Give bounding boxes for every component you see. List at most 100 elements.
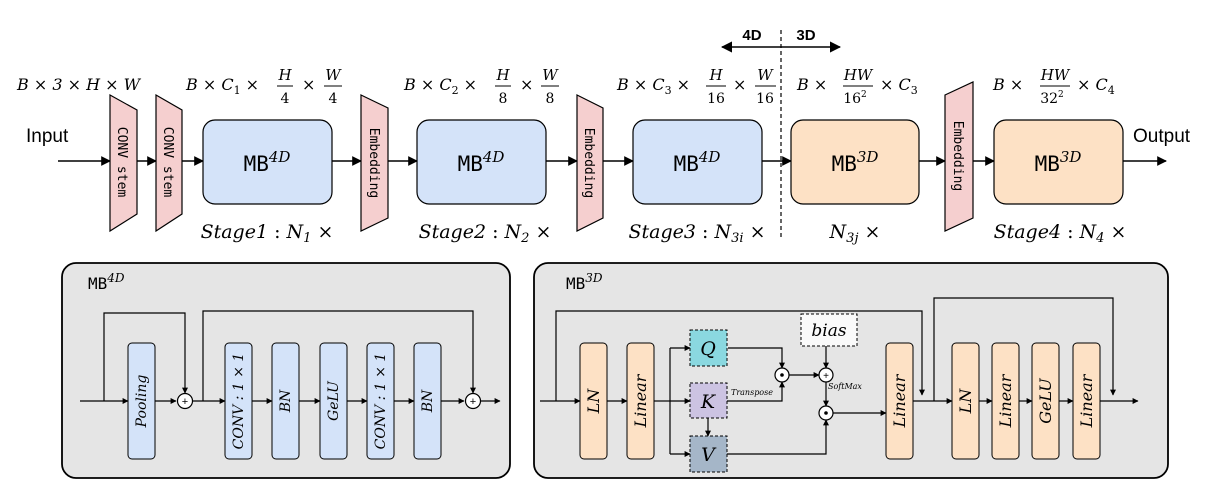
embedding-3-label: Embedding xyxy=(950,121,965,191)
mb4d-add-2-icon xyxy=(464,392,482,410)
transpose-label: Transpose xyxy=(731,388,773,397)
bias-box xyxy=(800,313,858,347)
mb3d-layer-linear-1: Linear xyxy=(631,373,650,428)
embedding-3: Embedding xyxy=(944,81,974,232)
svg-text:B ×: B × xyxy=(796,75,827,94)
svg-text:HW: HW xyxy=(843,66,874,84)
svg-text:H: H xyxy=(708,66,723,84)
svg-text:MB4D: MB4D xyxy=(244,148,291,176)
svg-text:B × C2 ×: B × C2 × xyxy=(403,75,477,97)
svg-text:W: W xyxy=(757,66,774,84)
output-label: Output xyxy=(1133,126,1191,147)
k-label: K xyxy=(700,391,717,413)
svg-text:MB3D: MB3D xyxy=(566,271,603,293)
mb4d-layer-gelu: GeLU xyxy=(326,380,342,421)
svg-text:× C3: × C3 xyxy=(880,75,918,97)
conv-stem-2: CONV stem xyxy=(155,93,183,233)
svg-text:W: W xyxy=(325,66,342,84)
stage-label-1: Stage1 : N1 × xyxy=(201,221,334,246)
svg-text:162: 162 xyxy=(843,90,867,107)
v-label: V xyxy=(701,444,717,466)
v-box xyxy=(689,435,728,473)
top-pipeline: 4D 3D Input Output CONV stem CONV stem E… xyxy=(16,27,1191,246)
svg-text:HW: HW xyxy=(1040,66,1071,84)
embedding-1-label: Embedding xyxy=(366,128,381,198)
svg-text:MB4D: MB4D xyxy=(674,148,721,176)
mb3d-layer-ln-1: LN xyxy=(584,388,603,415)
mb4d-title: MB xyxy=(88,274,107,293)
shape-stage-1: B × C1 × H 4 × W 4 xyxy=(185,66,342,107)
svg-text:8: 8 xyxy=(499,91,508,107)
mb3d-layer-linear-2: Linear xyxy=(890,373,909,428)
mb-block-2-sup: 4D xyxy=(482,148,505,166)
stage-label-3: Stage3 : N3i × xyxy=(629,221,766,246)
embedding-2: Embedding xyxy=(576,94,604,232)
shape-annotations: B × 3 × H × W B × C1 × H 4 × W 4 B × C2 … xyxy=(16,66,1115,107)
stage-label-2: Stage2 : N2 × xyxy=(419,221,552,246)
embedding-2-label: Embedding xyxy=(581,128,596,198)
mb-block-3: MB4D xyxy=(632,119,763,205)
svg-text:8: 8 xyxy=(546,91,555,107)
q-box xyxy=(689,329,728,367)
svg-text:16: 16 xyxy=(756,91,774,107)
mb3d-layer-gelu: GeLU xyxy=(1036,378,1055,424)
input-label: Input xyxy=(26,126,69,147)
svg-text:4: 4 xyxy=(281,91,290,107)
mb3d-title-sup: 3D xyxy=(585,271,603,285)
shape-stage-3: B × C3 × H 16 × W 16 xyxy=(616,66,776,107)
mb3d-add-bias-icon xyxy=(818,367,834,383)
svg-text:+: + xyxy=(182,396,188,408)
svg-text:B ×: B × xyxy=(992,75,1023,94)
svg-text:+: + xyxy=(470,396,476,408)
mb4d-title-sup: 4D xyxy=(106,271,125,285)
mb4d-layer-bn-2: BN xyxy=(420,389,436,413)
mb3d-layer-linear-4: Linear xyxy=(1077,373,1096,428)
svg-text:H: H xyxy=(277,66,292,84)
stage-label-3j: N3j × xyxy=(829,221,881,246)
4d-label: 4D xyxy=(742,27,761,44)
mb-block-2-base: MB xyxy=(458,152,483,176)
mb4d-layer-conv-1: CONV : 1 × 1 xyxy=(231,353,247,450)
svg-text:W: W xyxy=(542,66,559,84)
mb-block-4-base: MB xyxy=(832,152,857,176)
mb-block-4-sup: 3D xyxy=(857,148,879,166)
3d-label: 3D xyxy=(796,27,815,44)
mb-block-3-base: MB xyxy=(674,152,699,176)
embedding-1: Embedding xyxy=(360,94,389,232)
svg-text:4: 4 xyxy=(329,91,338,107)
mb-block-1: MB4D xyxy=(202,119,333,205)
mb-block-1-base: MB xyxy=(244,152,269,176)
svg-text:B × C1 ×: B × C1 × xyxy=(185,75,259,97)
svg-text:B × C3 ×: B × C3 × xyxy=(616,75,690,97)
k-box xyxy=(689,382,728,419)
svg-text:16: 16 xyxy=(707,91,725,107)
svg-text:×: × xyxy=(520,75,533,94)
stage-label-4: Stage4 : N4 × xyxy=(994,221,1127,246)
svg-text:MB4D: MB4D xyxy=(88,271,125,293)
shape-input: B × 3 × H × W xyxy=(16,75,142,94)
svg-text:× C4: × C4 xyxy=(1077,75,1115,97)
softmax-label: SoftMax xyxy=(828,382,862,391)
bias-label: bias xyxy=(811,321,846,341)
mb-block-5-base: MB xyxy=(1035,152,1060,176)
mb3d-layer-linear-3: Linear xyxy=(996,373,1015,428)
mb3d-title: MB xyxy=(566,274,585,293)
svg-text:MB4D: MB4D xyxy=(458,148,505,176)
mb3d-wires xyxy=(540,297,1139,457)
svg-text:MB3D: MB3D xyxy=(1035,148,1082,176)
svg-text:H: H xyxy=(495,66,510,84)
shape-stage-3j: B × HW 162 × C3 xyxy=(796,66,918,107)
mb3d-layers: LN Linear Linear LN Linear GeLU Linear xyxy=(579,342,1101,460)
svg-text:+: + xyxy=(823,371,829,382)
conv-stem-2-label: CONV stem xyxy=(160,127,175,198)
conv-stem-1: CONV stem xyxy=(109,93,138,233)
mb-block-4: MB3D xyxy=(790,119,920,205)
stage-labels: Stage1 : N1 × Stage2 : N2 × Stage3 : N3i… xyxy=(201,221,1127,246)
mb-block-5-sup: 3D xyxy=(1060,148,1082,166)
svg-text:322: 322 xyxy=(1040,90,1064,107)
mb3d-panel: MB3D xyxy=(533,262,1169,479)
svg-text:×: × xyxy=(733,75,746,94)
mb4d-add-1-icon xyxy=(176,392,194,410)
